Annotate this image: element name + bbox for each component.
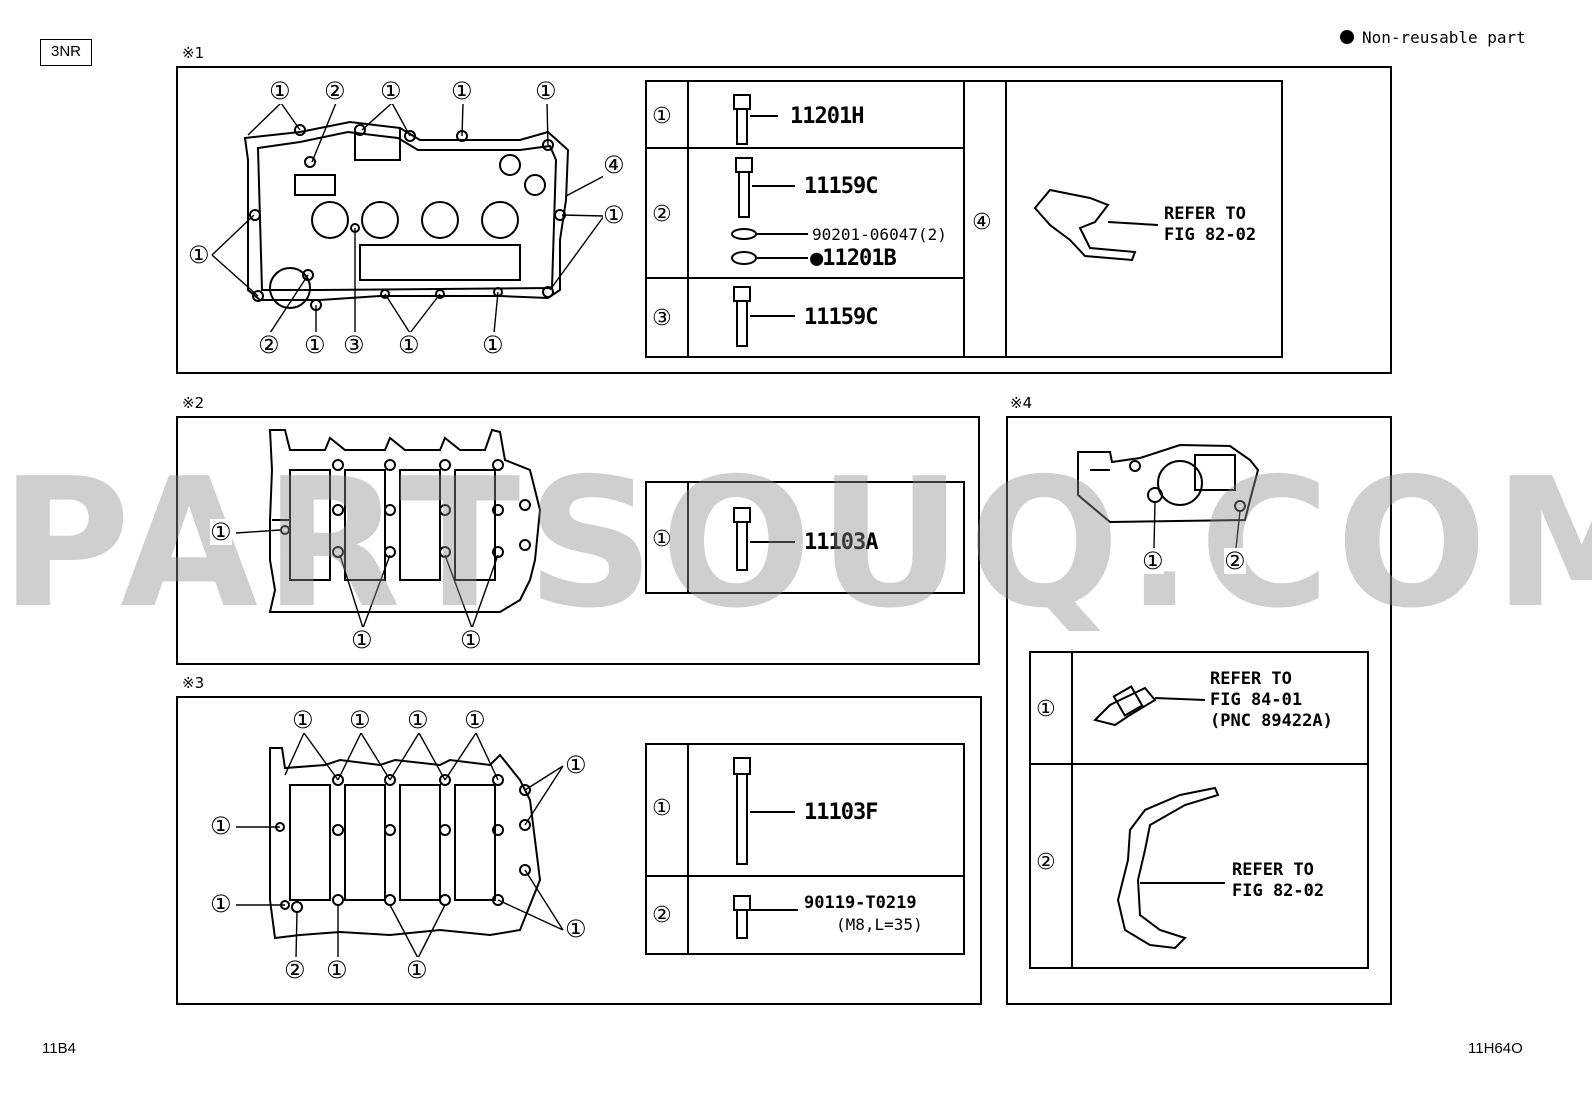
callout-one: ① [380, 77, 402, 105]
table-1-lines [645, 80, 1283, 358]
callout-one: ① [188, 241, 210, 269]
section-marker-3: ※3 [182, 674, 205, 692]
table-1-row-1-part: 11201H [790, 104, 864, 129]
callout-one: ① [304, 331, 326, 359]
section-2-frame [176, 416, 980, 665]
callout-one: ① [210, 518, 232, 546]
callout-one: ① [210, 890, 232, 918]
callout-one: ① [565, 915, 587, 943]
bolt-icon [733, 895, 798, 939]
bolt-icon [733, 94, 778, 145]
section-marker-4: ※4 [1010, 394, 1033, 412]
callout-one: ① [326, 956, 348, 984]
table-4-row-1-ref: REFER TO FIG 84-01 (PNC 89422A) [1210, 669, 1333, 731]
section-4-frame [1006, 416, 1392, 1005]
housing-4-drawing [1077, 443, 1260, 524]
bullet-icon [1340, 30, 1354, 44]
housing-3-drawing [269, 747, 542, 940]
table-1-side-ref: REFER TO FIG 82-02 [1164, 204, 1257, 245]
table-4-row-2-index: ② [1036, 850, 1056, 875]
callout-two: ② [284, 956, 306, 984]
table-1-row-2-part-2: 90201-06047(2) [812, 225, 947, 244]
table-4-row-1-index: ① [1036, 697, 1056, 722]
callout-three: ③ [343, 331, 365, 359]
callout-one: ① [1142, 547, 1164, 575]
bolt-icon [733, 757, 795, 865]
bracket-icon [1033, 188, 1159, 262]
table-1-row-2-part-3: ●11201B [810, 246, 897, 271]
callout-one: ① [398, 331, 420, 359]
section-3-frame [176, 696, 982, 1005]
footer-right-code: 11H64O [1468, 1040, 1523, 1057]
table-3-row-1-part: 11103F [804, 800, 878, 825]
bolt-icon [733, 286, 795, 347]
table-2-row-1-part: 11103A [804, 530, 878, 555]
housing-2-drawing [268, 428, 542, 613]
bolt-icon [733, 507, 795, 571]
table-1-row-2-part-1: 11159C [804, 174, 878, 199]
legend: Non-reusable part [1340, 28, 1526, 47]
table-3-row-2-part-1: 90119-T0219 [804, 893, 917, 913]
section-marker-2: ※2 [182, 394, 205, 412]
legend-text: Non-reusable part [1362, 28, 1526, 47]
washer-icon [731, 251, 808, 265]
table-3-lines [645, 743, 965, 955]
engine-code: 3NR [50, 43, 81, 60]
callout-one: ① [565, 751, 587, 779]
callout-four: ④ [603, 151, 625, 179]
table-1-row-3-index: ③ [652, 306, 672, 331]
callout-one: ① [482, 331, 504, 359]
engine-code-box: 3NR [40, 39, 92, 66]
bolt-icon [735, 157, 795, 218]
callout-one: ① [210, 812, 232, 840]
table-2-lines [645, 481, 965, 594]
table-4-row-2-ref: REFER TO FIG 82-02 [1232, 860, 1325, 901]
callout-one: ① [535, 77, 557, 105]
table-3-row-1-index: ① [652, 796, 672, 821]
callout-one: ① [269, 77, 291, 105]
callout-two: ② [1224, 547, 1246, 575]
callout-one: ① [351, 626, 373, 654]
table-1-row-2-index: ② [652, 202, 672, 227]
callout-one: ① [407, 706, 429, 734]
callout-two: ② [324, 77, 346, 105]
section-marker-1: ※1 [182, 44, 205, 62]
table-2-row-1-index: ① [652, 527, 672, 552]
head-cover-drawing [243, 120, 570, 311]
table-1-row-1-index: ① [652, 104, 672, 129]
callout-one: ① [406, 956, 428, 984]
section-1-frame [176, 66, 1392, 374]
wire-bracket-icon [1116, 786, 1225, 950]
callout-one: ① [292, 706, 314, 734]
sensor-icon [1093, 685, 1206, 727]
table-3-row-2-index: ② [652, 903, 672, 928]
table-3-row-2-part-2: (M8,L=35) [836, 915, 923, 934]
table-1-row-3-part: 11159C [804, 305, 878, 330]
callout-one: ① [603, 201, 625, 229]
table-4-lines [1029, 651, 1369, 969]
callout-one: ① [349, 706, 371, 734]
callout-one: ① [460, 626, 482, 654]
washer-icon [731, 228, 808, 240]
footer-left-code: 11B4 [42, 1040, 76, 1057]
table-1-side-index: ④ [972, 210, 992, 235]
callout-one: ① [464, 706, 486, 734]
callout-two: ② [258, 331, 280, 359]
callout-one: ① [451, 77, 473, 105]
